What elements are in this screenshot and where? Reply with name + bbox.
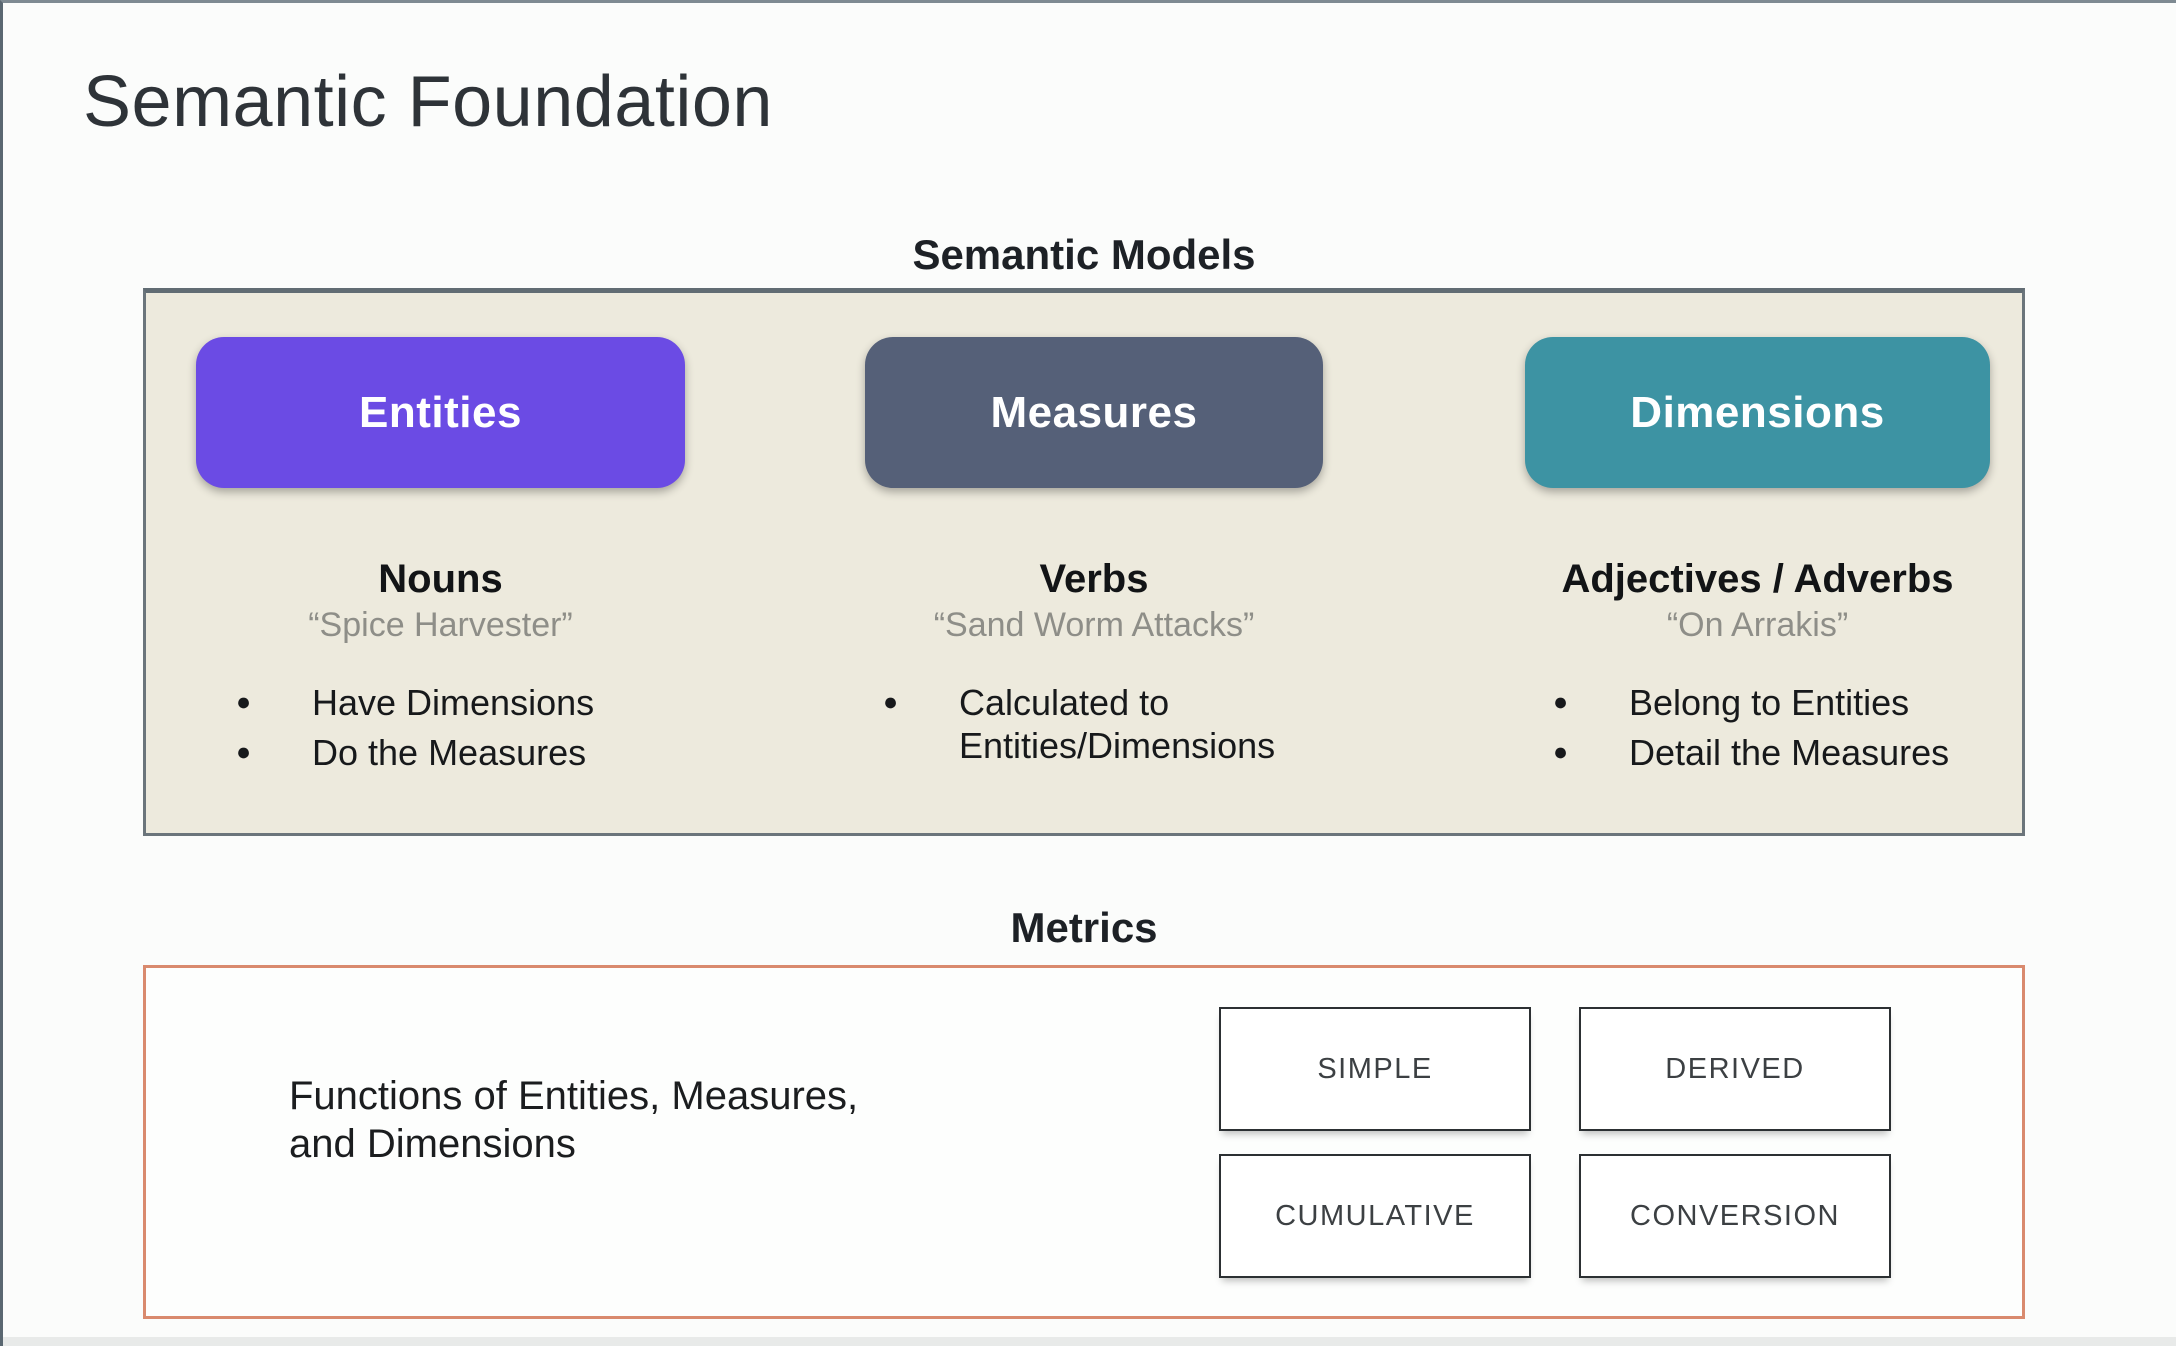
measures-column: Measures Verbs “Sand Worm Attacks” ● Cal…: [865, 293, 1323, 774]
metrics-description: Functions of Entities, Measures, and Dim…: [289, 1074, 859, 1166]
bullet-text: Calculated to Entities/Dimensions: [959, 682, 1276, 767]
list-item: ● Have Dimensions: [236, 681, 685, 724]
entities-column: Entities Nouns “Spice Harvester” ● Have …: [196, 293, 685, 781]
bullet-icon: ●: [236, 738, 252, 767]
list-item: ● Calculated to Entities/Dimensions: [883, 681, 1323, 767]
metric-type-label: CUMULATIVE: [1275, 1199, 1475, 1232]
metric-type-simple: SIMPLE: [1219, 1007, 1531, 1131]
bullet-text: Belong to Entities: [1629, 682, 1910, 723]
window-bottom-strip: [3, 1337, 2176, 1346]
metric-type-conversion: CONVERSION: [1579, 1154, 1891, 1278]
bullet-icon: ●: [1553, 738, 1569, 767]
metric-type-label: CONVERSION: [1630, 1199, 1840, 1232]
semantic-models-heading: Semantic Models: [912, 231, 1256, 278]
metric-type-derived: DERIVED: [1579, 1007, 1891, 1131]
dimensions-bullet-list: ● Belong to Entities ● Detail the Measur…: [1525, 681, 1990, 774]
list-item: ● Do the Measures: [236, 731, 685, 774]
list-item: ● Detail the Measures: [1553, 731, 1990, 774]
list-item: ● Belong to Entities: [1553, 681, 1990, 724]
entities-box-label: Entities: [359, 387, 522, 437]
bullet-icon: ●: [1553, 688, 1569, 716]
measures-bullet-list: ● Calculated to Entities/Dimensions: [865, 681, 1323, 767]
dimensions-role-heading: Adjectives / Adverbs: [1561, 557, 1954, 601]
dimensions-box: Dimensions: [1525, 337, 1990, 488]
entities-role-heading: Nouns: [378, 557, 503, 601]
metric-type-cumulative: CUMULATIVE: [1219, 1154, 1531, 1278]
dimensions-example-quote: “On Arrakis”: [1666, 606, 1849, 644]
metric-type-label: SIMPLE: [1317, 1052, 1433, 1085]
bullet-text: Have Dimensions: [312, 682, 595, 723]
dimensions-box-label: Dimensions: [1630, 387, 1885, 437]
metrics-panel: Functions of Entities, Measures, and Dim…: [143, 965, 2025, 1319]
entities-bullet-list: ● Have Dimensions ● Do the Measures: [196, 681, 685, 774]
page-title: Semantic Foundation: [83, 62, 773, 142]
bullet-icon: ●: [883, 688, 899, 716]
measures-example-quote: “Sand Worm Attacks”: [933, 606, 1255, 644]
dimensions-column: Dimensions Adjectives / Adverbs “On Arra…: [1525, 293, 1990, 781]
metric-type-label: DERIVED: [1665, 1052, 1805, 1085]
bullet-text: Do the Measures: [312, 732, 587, 774]
measures-box: Measures: [865, 337, 1323, 488]
entities-box: Entities: [196, 337, 685, 488]
metrics-heading: Metrics: [1010, 904, 1158, 951]
bullet-text: Detail the Measures: [1629, 732, 1950, 774]
measures-box-label: Measures: [990, 387, 1198, 437]
bullet-icon: ●: [236, 688, 252, 716]
semantic-models-panel: Entities Nouns “Spice Harvester” ● Have …: [143, 288, 2025, 836]
entities-example-quote: “Spice Harvester”: [308, 606, 573, 644]
measures-role-heading: Verbs: [1039, 557, 1149, 601]
